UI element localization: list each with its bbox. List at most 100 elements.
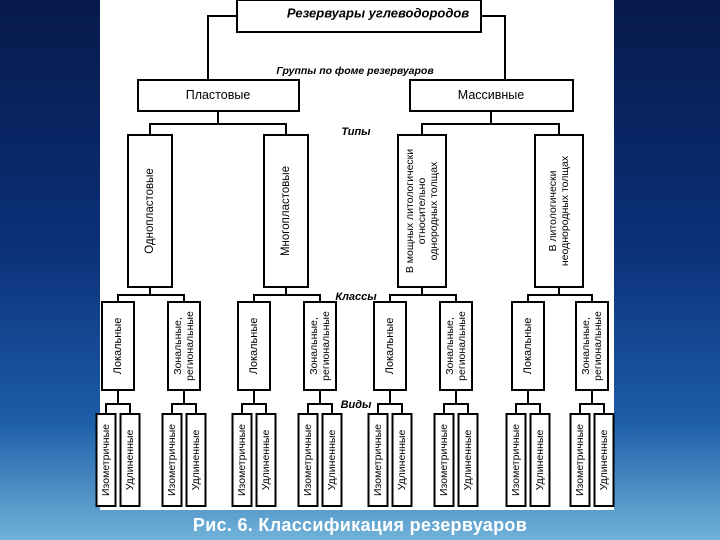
class-label-zonal-line: Зональные,	[172, 317, 184, 375]
type-label-line: В литологически	[547, 170, 559, 251]
type-label-line: однородных толщах	[428, 161, 440, 260]
class-label-zonal: Зональные,региональные	[444, 311, 468, 381]
connector-class-kind	[390, 403, 403, 414]
connector-group-type	[218, 123, 287, 135]
connector-root-left	[207, 15, 237, 80]
type-label-line: относительно	[416, 178, 428, 245]
class-label-zonal: Зональные,региональные	[172, 311, 196, 381]
kind-box-isometric	[433, 413, 455, 507]
connector-class-kind	[184, 403, 197, 414]
connector-group-type	[421, 111, 492, 135]
kind-label-isometric-line: Изометричные	[100, 424, 112, 496]
root-label: Резервуары углеводородов	[287, 5, 469, 20]
connector-class-kind	[171, 390, 185, 414]
kind-label-elongated: Удлиненные	[260, 430, 272, 491]
kind-label-isometric-line: Изометричные	[438, 424, 450, 496]
class-label-zonal-line: региональные	[320, 311, 332, 381]
kind-label-elongated-line: Удлиненные	[462, 430, 474, 491]
connector-type-class	[559, 294, 593, 302]
level-label-classes: Классы	[335, 291, 377, 303]
connector-class-kind	[320, 403, 333, 414]
kind-box-isometric	[161, 413, 183, 507]
kind-box-elongated	[119, 413, 141, 507]
kind-label-isometric-line: Изометричные	[510, 424, 522, 496]
kind-box-isometric	[231, 413, 253, 507]
kind-box-isometric	[95, 413, 117, 507]
class-box-zonal	[303, 301, 337, 391]
kind-label-elongated-line: Удлиненные	[260, 430, 272, 491]
connector-group-type	[491, 123, 560, 135]
connector-class-kind	[456, 403, 469, 414]
class-label-zonal-line: региональные	[592, 311, 604, 381]
class-label-local: Локальные	[248, 318, 260, 375]
level-label-types: Типы	[341, 126, 371, 138]
connector-class-kind	[241, 390, 255, 414]
level-label-groups: Группы по фоме резервуаров	[276, 65, 434, 77]
kind-label-isometric: Изометричные	[166, 424, 178, 496]
group-label: Пластовые	[186, 88, 251, 102]
class-label-zonal: Зональные,региональные	[308, 311, 332, 381]
group-label: Массивные	[458, 88, 525, 102]
kind-box-isometric	[569, 413, 591, 507]
class-label-zonal: Зональные,региональные	[580, 311, 604, 381]
connector-type-class	[117, 287, 151, 302]
figure-caption: Рис. 6. Классификация резервуаров	[192, 515, 528, 535]
kind-box-elongated	[593, 413, 615, 507]
class-label-zonal-line: региональные	[184, 311, 196, 381]
connector-type-class	[389, 287, 423, 302]
class-label-local: Локальные	[522, 318, 534, 375]
class-label-zonal-line: региональные	[456, 311, 468, 381]
kind-label-isometric: Изометричные	[438, 424, 450, 496]
kind-box-elongated	[457, 413, 479, 507]
class-label-local-line: Локальные	[248, 318, 260, 375]
kind-box-isometric	[505, 413, 527, 507]
type-label: Однопластовые	[144, 168, 156, 254]
kind-label-elongated: Удлиненные	[396, 430, 408, 491]
kind-label-elongated-line: Удлиненные	[190, 430, 202, 491]
connector-class-kind	[105, 390, 119, 414]
connector-class-kind	[307, 390, 321, 414]
kind-box-elongated	[321, 413, 343, 507]
class-box-local	[237, 301, 271, 391]
connector-type-class	[253, 287, 287, 302]
kind-label-isometric-line: Изометричные	[302, 424, 314, 496]
class-label-zonal-line: Зональные,	[308, 317, 320, 375]
kind-box-elongated	[255, 413, 277, 507]
connector-type-class	[150, 294, 185, 302]
connector-root-right	[481, 15, 506, 80]
group-box	[409, 79, 574, 112]
class-label-local-line: Локальные	[384, 318, 396, 375]
type-label-line: Однопластовые	[144, 168, 156, 254]
type-label-line: В мощных литологически	[404, 149, 416, 273]
type-box	[127, 134, 173, 288]
connector-class-kind	[515, 390, 529, 414]
kind-label-isometric-line: Изометричные	[372, 424, 384, 496]
root-box	[236, 0, 482, 33]
kind-label-elongated: Удлиненные	[534, 430, 546, 491]
class-label-local: Локальные	[384, 318, 396, 375]
class-box-local	[101, 301, 135, 391]
connector-class-kind	[254, 403, 267, 414]
kind-label-isometric: Изометричные	[302, 424, 314, 496]
class-label-zonal-line: Зональные,	[444, 317, 456, 375]
connector-class-kind	[579, 390, 593, 414]
connector-class-kind	[118, 403, 131, 414]
kind-label-elongated-line: Удлиненные	[534, 430, 546, 491]
kind-box-isometric	[297, 413, 319, 507]
connector-class-kind	[443, 390, 457, 414]
kind-label-isometric-line: Изометричные	[236, 424, 248, 496]
kind-label-elongated: Удлиненные	[124, 430, 136, 491]
type-label-line: неоднородных толщах	[559, 155, 571, 266]
kind-label-elongated: Удлиненные	[462, 430, 474, 491]
kind-box-elongated	[529, 413, 551, 507]
kind-label-isometric: Изометричные	[372, 424, 384, 496]
kind-box-elongated	[391, 413, 413, 507]
kind-label-isometric: Изометричные	[236, 424, 248, 496]
kind-label-isometric-line: Изометричные	[574, 424, 586, 496]
kind-label-elongated-line: Удлиненные	[326, 430, 338, 491]
kind-label-elongated-line: Удлиненные	[124, 430, 136, 491]
kind-label-isometric: Изометричные	[574, 424, 586, 496]
